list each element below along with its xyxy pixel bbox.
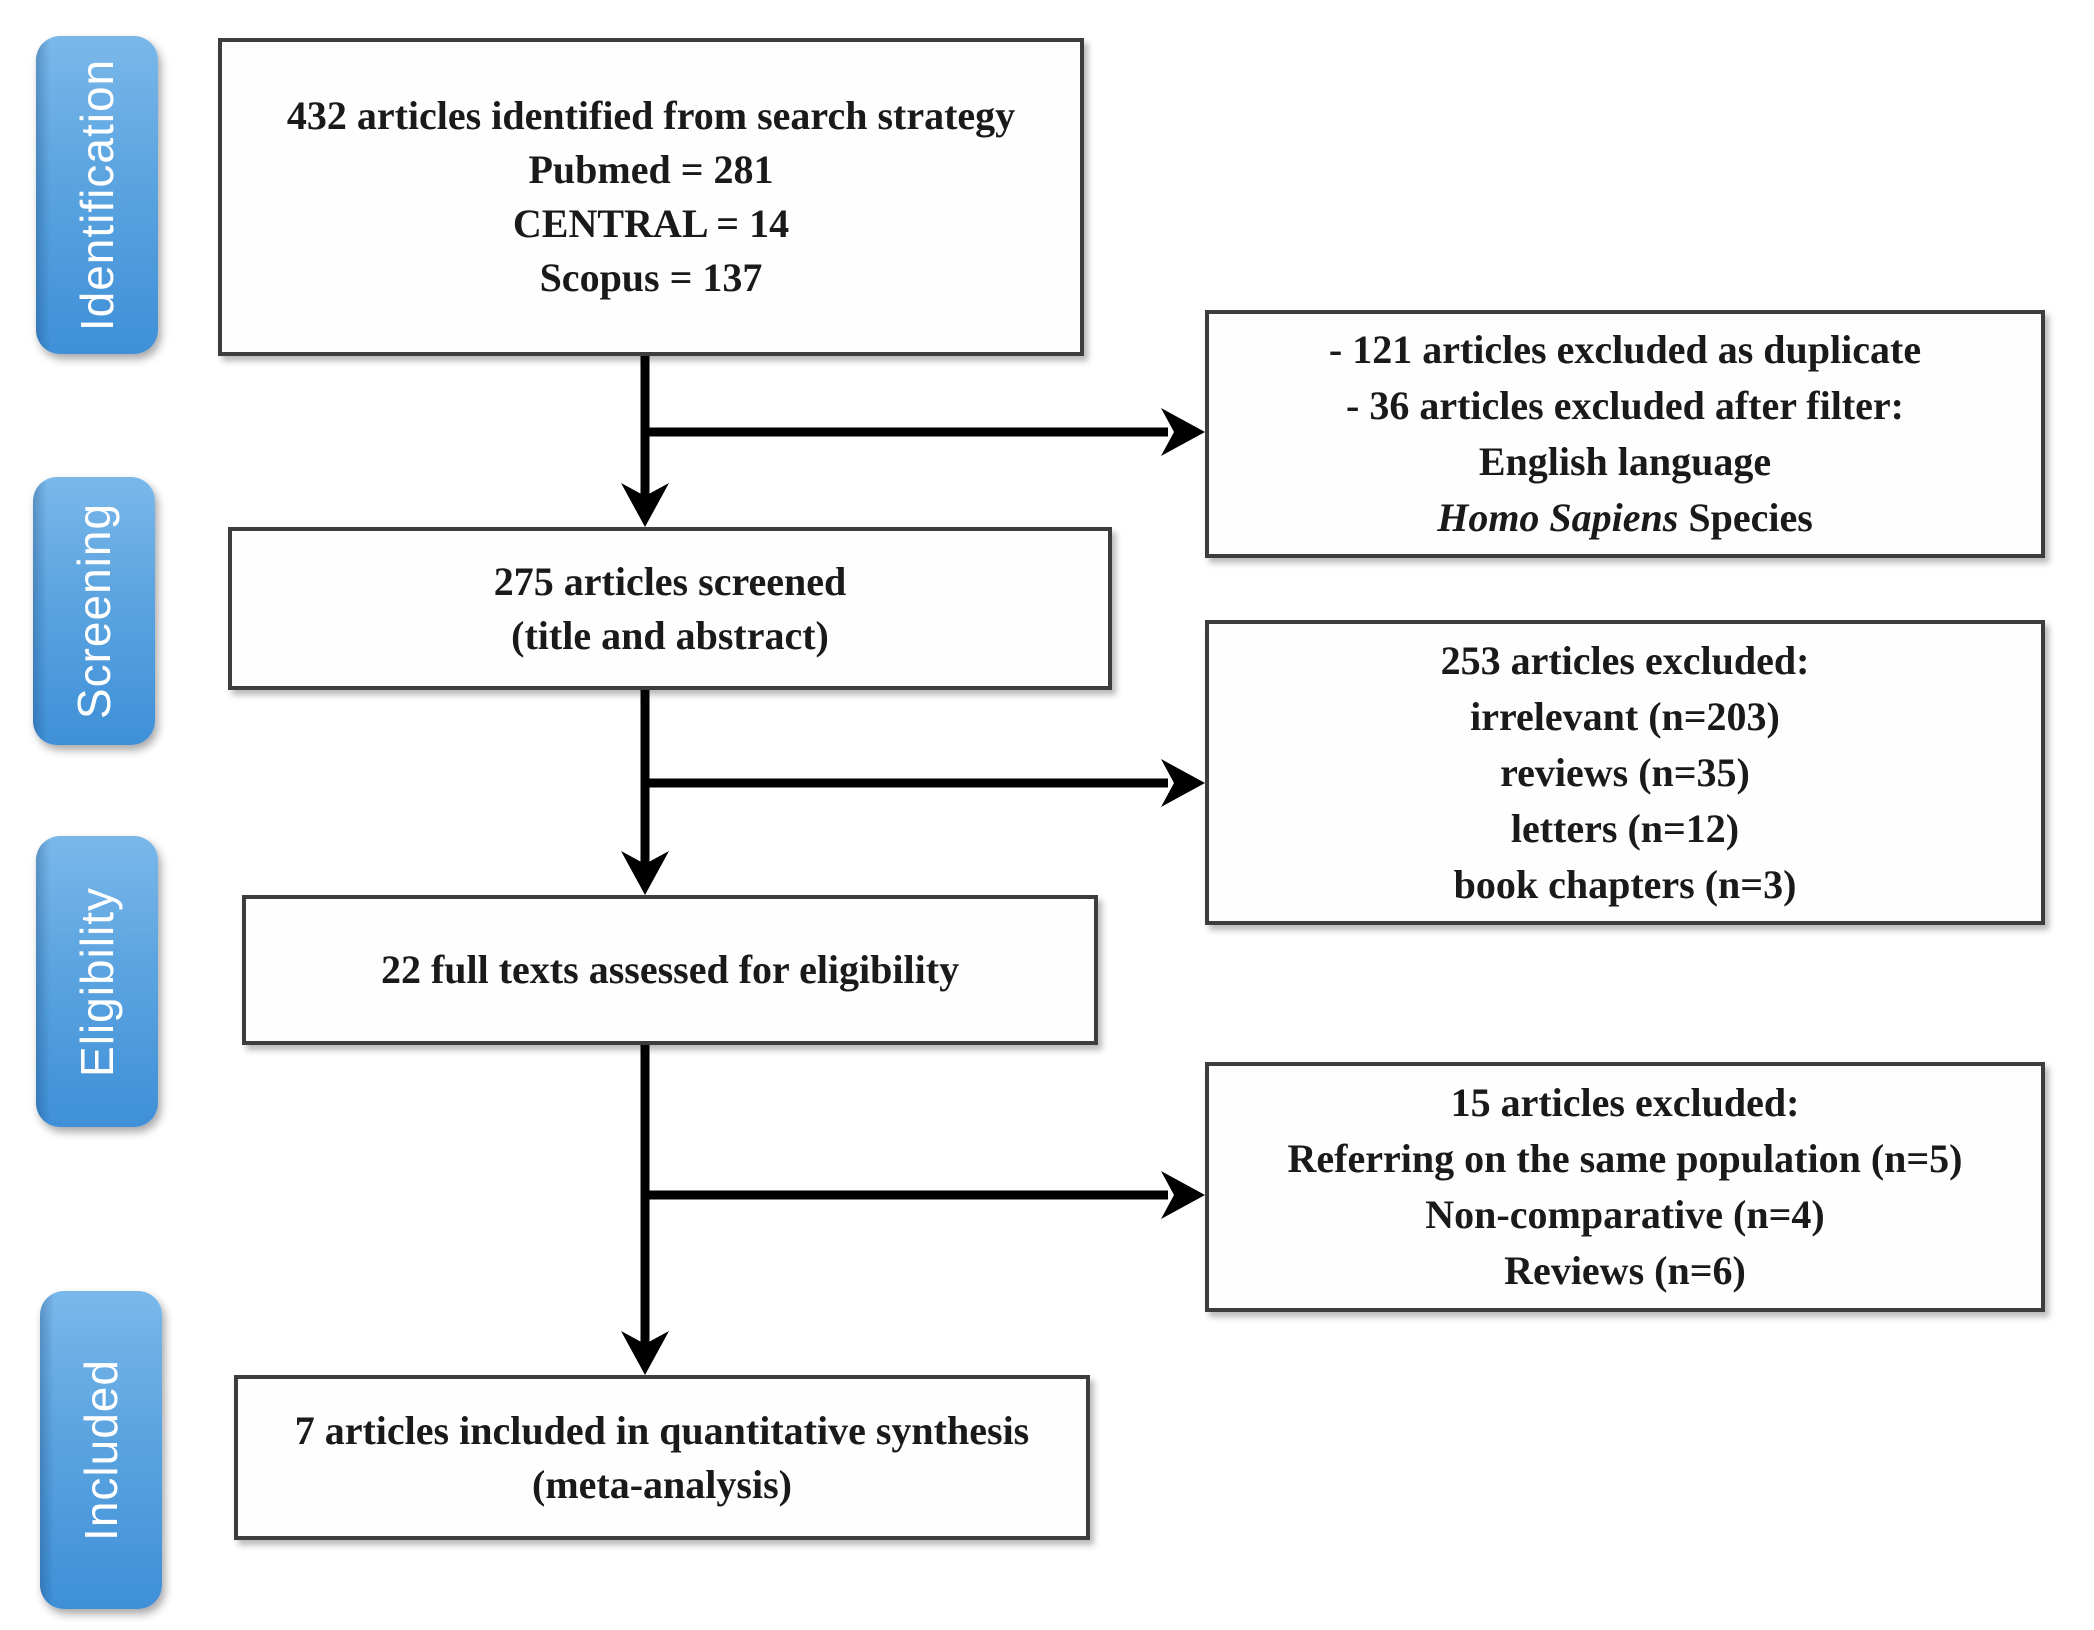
stage-identification-label: Identification: [71, 58, 123, 332]
box-excluded-fulltext: 15 articles excluded: Referring on the s…: [1205, 1062, 2045, 1312]
excl-full-line-3: Non-comparative (n=4): [1425, 1192, 1825, 1237]
stage-included: Included: [40, 1291, 162, 1609]
stage-included-label: Included: [75, 1359, 128, 1541]
excl-dup-line-3: English language: [1478, 439, 1772, 484]
box-articles-included: 7 articles included in quantitative synt…: [234, 1375, 1090, 1540]
excl-dup-line-2: - 36 articles excluded after filter:: [1346, 383, 1904, 428]
homo-sapiens-italic: Homo Sapiens: [1437, 495, 1679, 540]
arrowhead-right-3: [1161, 1171, 1205, 1219]
excl-screen-line-4: letters (n=12): [1510, 805, 1740, 851]
box-articles-identified: 432 articles identified from search stra…: [218, 38, 1084, 356]
arrowhead-down-2: [621, 851, 669, 895]
screened-line: 275 articles screened: [493, 558, 847, 604]
excl-screen-line-2: irrelevant (n=203): [1470, 693, 1780, 739]
arrowhead-right-2: [1161, 759, 1205, 807]
screened-subline: (title and abstract): [511, 612, 829, 658]
excl-full-line-2: Referring on the same population (n=5): [1287, 1136, 1963, 1181]
box-excluded-screening: 253 articles excluded: irrelevant (n=203…: [1205, 620, 2045, 925]
stage-screening-label: Screening: [68, 502, 121, 720]
arrowhead-down-1: [621, 483, 669, 527]
stage-eligibility: Eligibility: [36, 836, 158, 1127]
excl-full-line-1: 15 articles excluded:: [1450, 1080, 1800, 1125]
box-fulltexts-assessed: 22 full texts assessed for eligibility: [242, 895, 1098, 1045]
identified-central-count: CENTRAL = 14: [512, 201, 790, 246]
species-regular: Species: [1678, 495, 1813, 540]
arrowhead-down-3: [621, 1331, 669, 1375]
identified-scopus-count: Scopus = 137: [539, 255, 763, 300]
excl-screen-line-1: 253 articles excluded:: [1440, 637, 1810, 683]
excl-dup-line-1: - 121 articles excluded as duplicate: [1328, 327, 1922, 372]
box-articles-screened: 275 articles screened (title and abstrac…: [228, 527, 1112, 690]
included-line: 7 articles included in quantitative synt…: [294, 1407, 1030, 1507]
excl-screen-line-5: book chapters (n=3): [1453, 861, 1797, 907]
excl-screen-line-3: reviews (n=35): [1500, 749, 1750, 795]
arrowhead-right-1: [1161, 408, 1205, 456]
excl-full-line-4: Reviews (n=6): [1504, 1248, 1746, 1293]
box-excluded-duplicates: - 121 articles excluded as duplicate - 3…: [1205, 310, 2045, 558]
stage-screening: Screening: [33, 477, 155, 745]
excl-dup-line-4: Homo Sapiens Species: [1239, 490, 2011, 546]
identified-line: 432 articles identified from search stra…: [286, 93, 1016, 138]
stage-identification: Identification: [36, 36, 158, 354]
eligibility-line: 22 full texts assessed for eligibility: [380, 947, 960, 992]
identified-pubmed-count: Pubmed = 281: [528, 147, 774, 192]
stage-eligibility-label: Eligibility: [71, 886, 124, 1077]
